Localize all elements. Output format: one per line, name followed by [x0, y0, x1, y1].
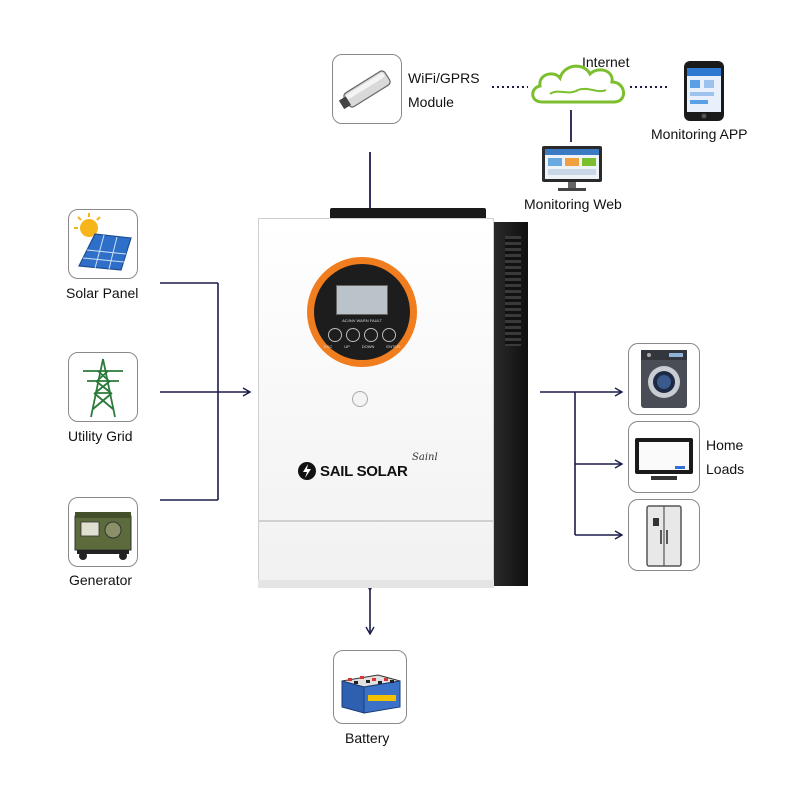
enter-key[interactable]	[382, 328, 396, 342]
battery-icon	[341, 674, 401, 714]
monitoring-app-label: Monitoring APP	[651, 126, 748, 142]
lcd-screen	[336, 285, 388, 315]
power-tower-icon	[83, 358, 123, 418]
solar-panel-icon	[74, 213, 132, 271]
home-loads-label: Home Loads	[706, 433, 744, 481]
solar-panel-box	[68, 209, 138, 279]
washing-machine-box	[628, 343, 700, 415]
inverter-lower-edge	[258, 580, 494, 588]
esc-label: ESC	[324, 344, 333, 349]
power-switch[interactable]	[352, 391, 368, 407]
television-box	[628, 421, 700, 493]
brand-logo-icon	[298, 462, 316, 480]
brand-script: Sainl	[412, 452, 438, 463]
panel-buttons	[328, 328, 396, 342]
utility-grid-label: Utility Grid	[68, 428, 133, 444]
up-key[interactable]	[346, 328, 360, 342]
esc-key[interactable]	[328, 328, 342, 342]
utility-grid-box	[68, 352, 138, 422]
home-loads-line2: Loads	[706, 461, 745, 477]
wifi-module-label: WiFi/GPRS Module	[408, 66, 480, 114]
inverter-vents	[505, 236, 521, 346]
home-loads-line1: Home	[706, 437, 744, 453]
solar-panel-label: Solar Panel	[66, 285, 139, 301]
washing-machine-icon	[641, 350, 687, 408]
enter-label: ENTER	[386, 344, 400, 349]
wifi-module-line1: WiFi/GPRS	[408, 70, 480, 86]
wifi-module-box	[332, 54, 402, 124]
battery-box	[333, 650, 407, 724]
generator-icon	[74, 512, 132, 560]
battery-label: Battery	[345, 730, 390, 746]
wifi-dongle-icon	[338, 70, 391, 110]
smartphone-icon	[684, 61, 724, 121]
up-label: UP	[344, 344, 350, 349]
wifi-module-line2: Module	[408, 94, 454, 110]
monitoring-web-label: Monitoring Web	[524, 196, 622, 212]
panel-button-labels: ESC UP DOWN ENTER	[324, 344, 400, 349]
cloud-icon	[531, 64, 625, 104]
brand-name: SAIL SOLAR	[320, 463, 408, 480]
generator-label: Generator	[69, 572, 133, 588]
refrigerator-box	[628, 499, 700, 571]
generator-box	[68, 497, 138, 567]
refrigerator-icon	[646, 505, 682, 567]
monitor-icon	[542, 146, 602, 191]
indicator-labels: AC/INV WARN FAULT	[342, 318, 382, 323]
down-label: DOWN	[361, 344, 375, 349]
inverter-split-line	[258, 520, 494, 522]
down-key[interactable]	[364, 328, 378, 342]
television-icon	[635, 438, 693, 480]
internet-label: Internet	[582, 54, 630, 70]
